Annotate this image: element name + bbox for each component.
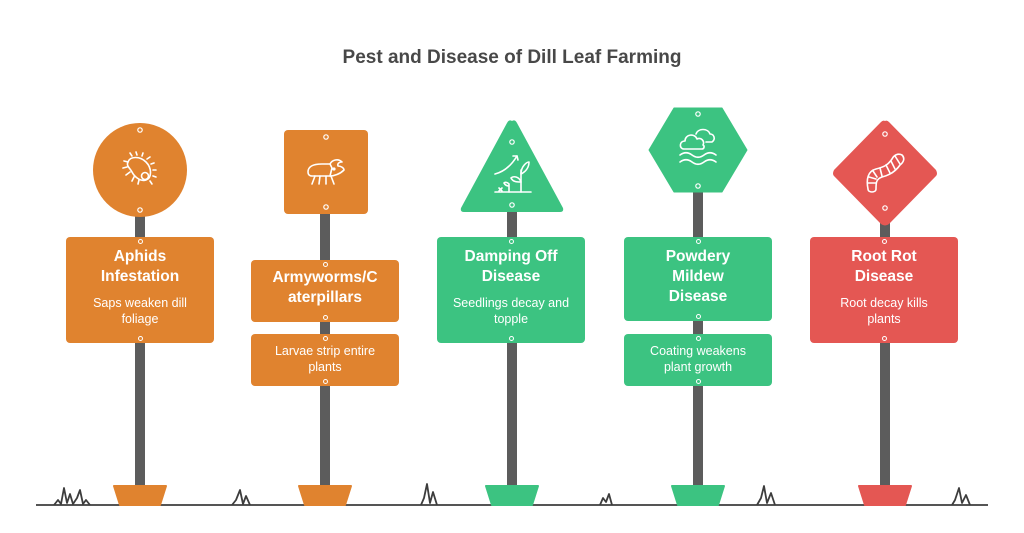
- sign-heading: aterpillars: [287, 289, 363, 306]
- sign-board: Aphids Infestation Saps weaken dill foli…: [66, 237, 214, 343]
- signpost-base: [485, 485, 539, 506]
- mounting-hole: [322, 262, 328, 267]
- mounting-hole: [695, 239, 701, 244]
- sign-heading: Armyworms/C: [272, 269, 378, 286]
- sign-description: Seedlings decay and: [452, 296, 570, 310]
- sign-heading: Disease: [854, 268, 914, 285]
- sign-heading: Root Rot: [851, 248, 917, 265]
- sign-board-description: Coating weakens plant growth: [624, 334, 772, 386]
- grass-tuft-icon: [53, 487, 91, 506]
- sign-top-circle: [92, 122, 188, 218]
- signpost-pole: [880, 210, 890, 490]
- diagram-title: Pest and Disease of Dill Leaf Farming: [342, 47, 682, 68]
- sign-heading: Disease: [668, 288, 728, 305]
- grass-tuft-icon: [599, 493, 613, 506]
- mounting-hole: [322, 336, 328, 341]
- sign-heading: Damping Off: [464, 248, 558, 265]
- sign-board: Root Rot Disease Root decay kills plants: [810, 237, 958, 343]
- grass-tuft-icon: [951, 487, 971, 506]
- sign-description: foliage: [121, 312, 159, 326]
- seedling-growth-icon: [494, 155, 532, 193]
- signpost-base: [858, 485, 912, 506]
- sign-description: plants: [867, 312, 901, 326]
- mounting-hole: [137, 239, 143, 244]
- mounting-hole: [695, 336, 701, 341]
- sign-heading: Mildew: [672, 268, 724, 285]
- sign-board-heading: Armyworms/C aterpillars: [251, 260, 399, 322]
- sign-heading: Aphids: [113, 248, 167, 265]
- sign-description: plant growth: [663, 360, 733, 374]
- mounting-hole: [322, 379, 328, 384]
- sign-top-square: [284, 130, 368, 214]
- sign-heading: Disease: [481, 268, 541, 285]
- signpost-pole: [135, 200, 145, 490]
- grass-tuft-icon: [756, 485, 776, 506]
- sign-board-description: Larvae strip entire plants: [251, 334, 399, 386]
- sign-board-heading: Powdery Mildew Disease: [624, 237, 772, 321]
- aphid-icon: [122, 151, 157, 185]
- sign-description: Coating weakens: [650, 344, 746, 358]
- cloud-humidity-icon: [679, 128, 717, 166]
- sign-description: Root decay kills: [840, 296, 928, 310]
- sign-board: Damping Off Disease Seedlings decay and …: [437, 237, 585, 343]
- mounting-hole: [881, 336, 887, 341]
- mounting-hole: [695, 379, 701, 384]
- mounting-hole: [322, 315, 328, 320]
- sign-top-hexagon: [648, 107, 748, 193]
- grass-tuft-icon: [420, 483, 438, 506]
- beetle-icon: [307, 159, 345, 185]
- sign-top-triangle: [458, 118, 566, 216]
- sign-top-diamond: [830, 119, 940, 229]
- worm-icon: [866, 153, 905, 193]
- grass-tuft-icon: [231, 489, 251, 506]
- sign-description: topple: [493, 312, 529, 326]
- sign-description: Larvae strip entire: [274, 344, 376, 358]
- sign-heading: Infestation: [100, 268, 180, 285]
- mounting-hole: [508, 239, 514, 244]
- sign-description: plants: [308, 360, 342, 374]
- signpost-base: [298, 485, 352, 506]
- signpost-base: [113, 485, 167, 506]
- sign-description: Saps weaken dill: [93, 296, 187, 310]
- signpost-base: [671, 485, 725, 506]
- mounting-hole: [695, 314, 701, 319]
- sign-heading: Powdery: [665, 248, 731, 265]
- signpost-pole: [507, 210, 517, 490]
- mounting-hole: [508, 336, 514, 341]
- mounting-hole: [881, 239, 887, 244]
- mounting-hole: [137, 336, 143, 341]
